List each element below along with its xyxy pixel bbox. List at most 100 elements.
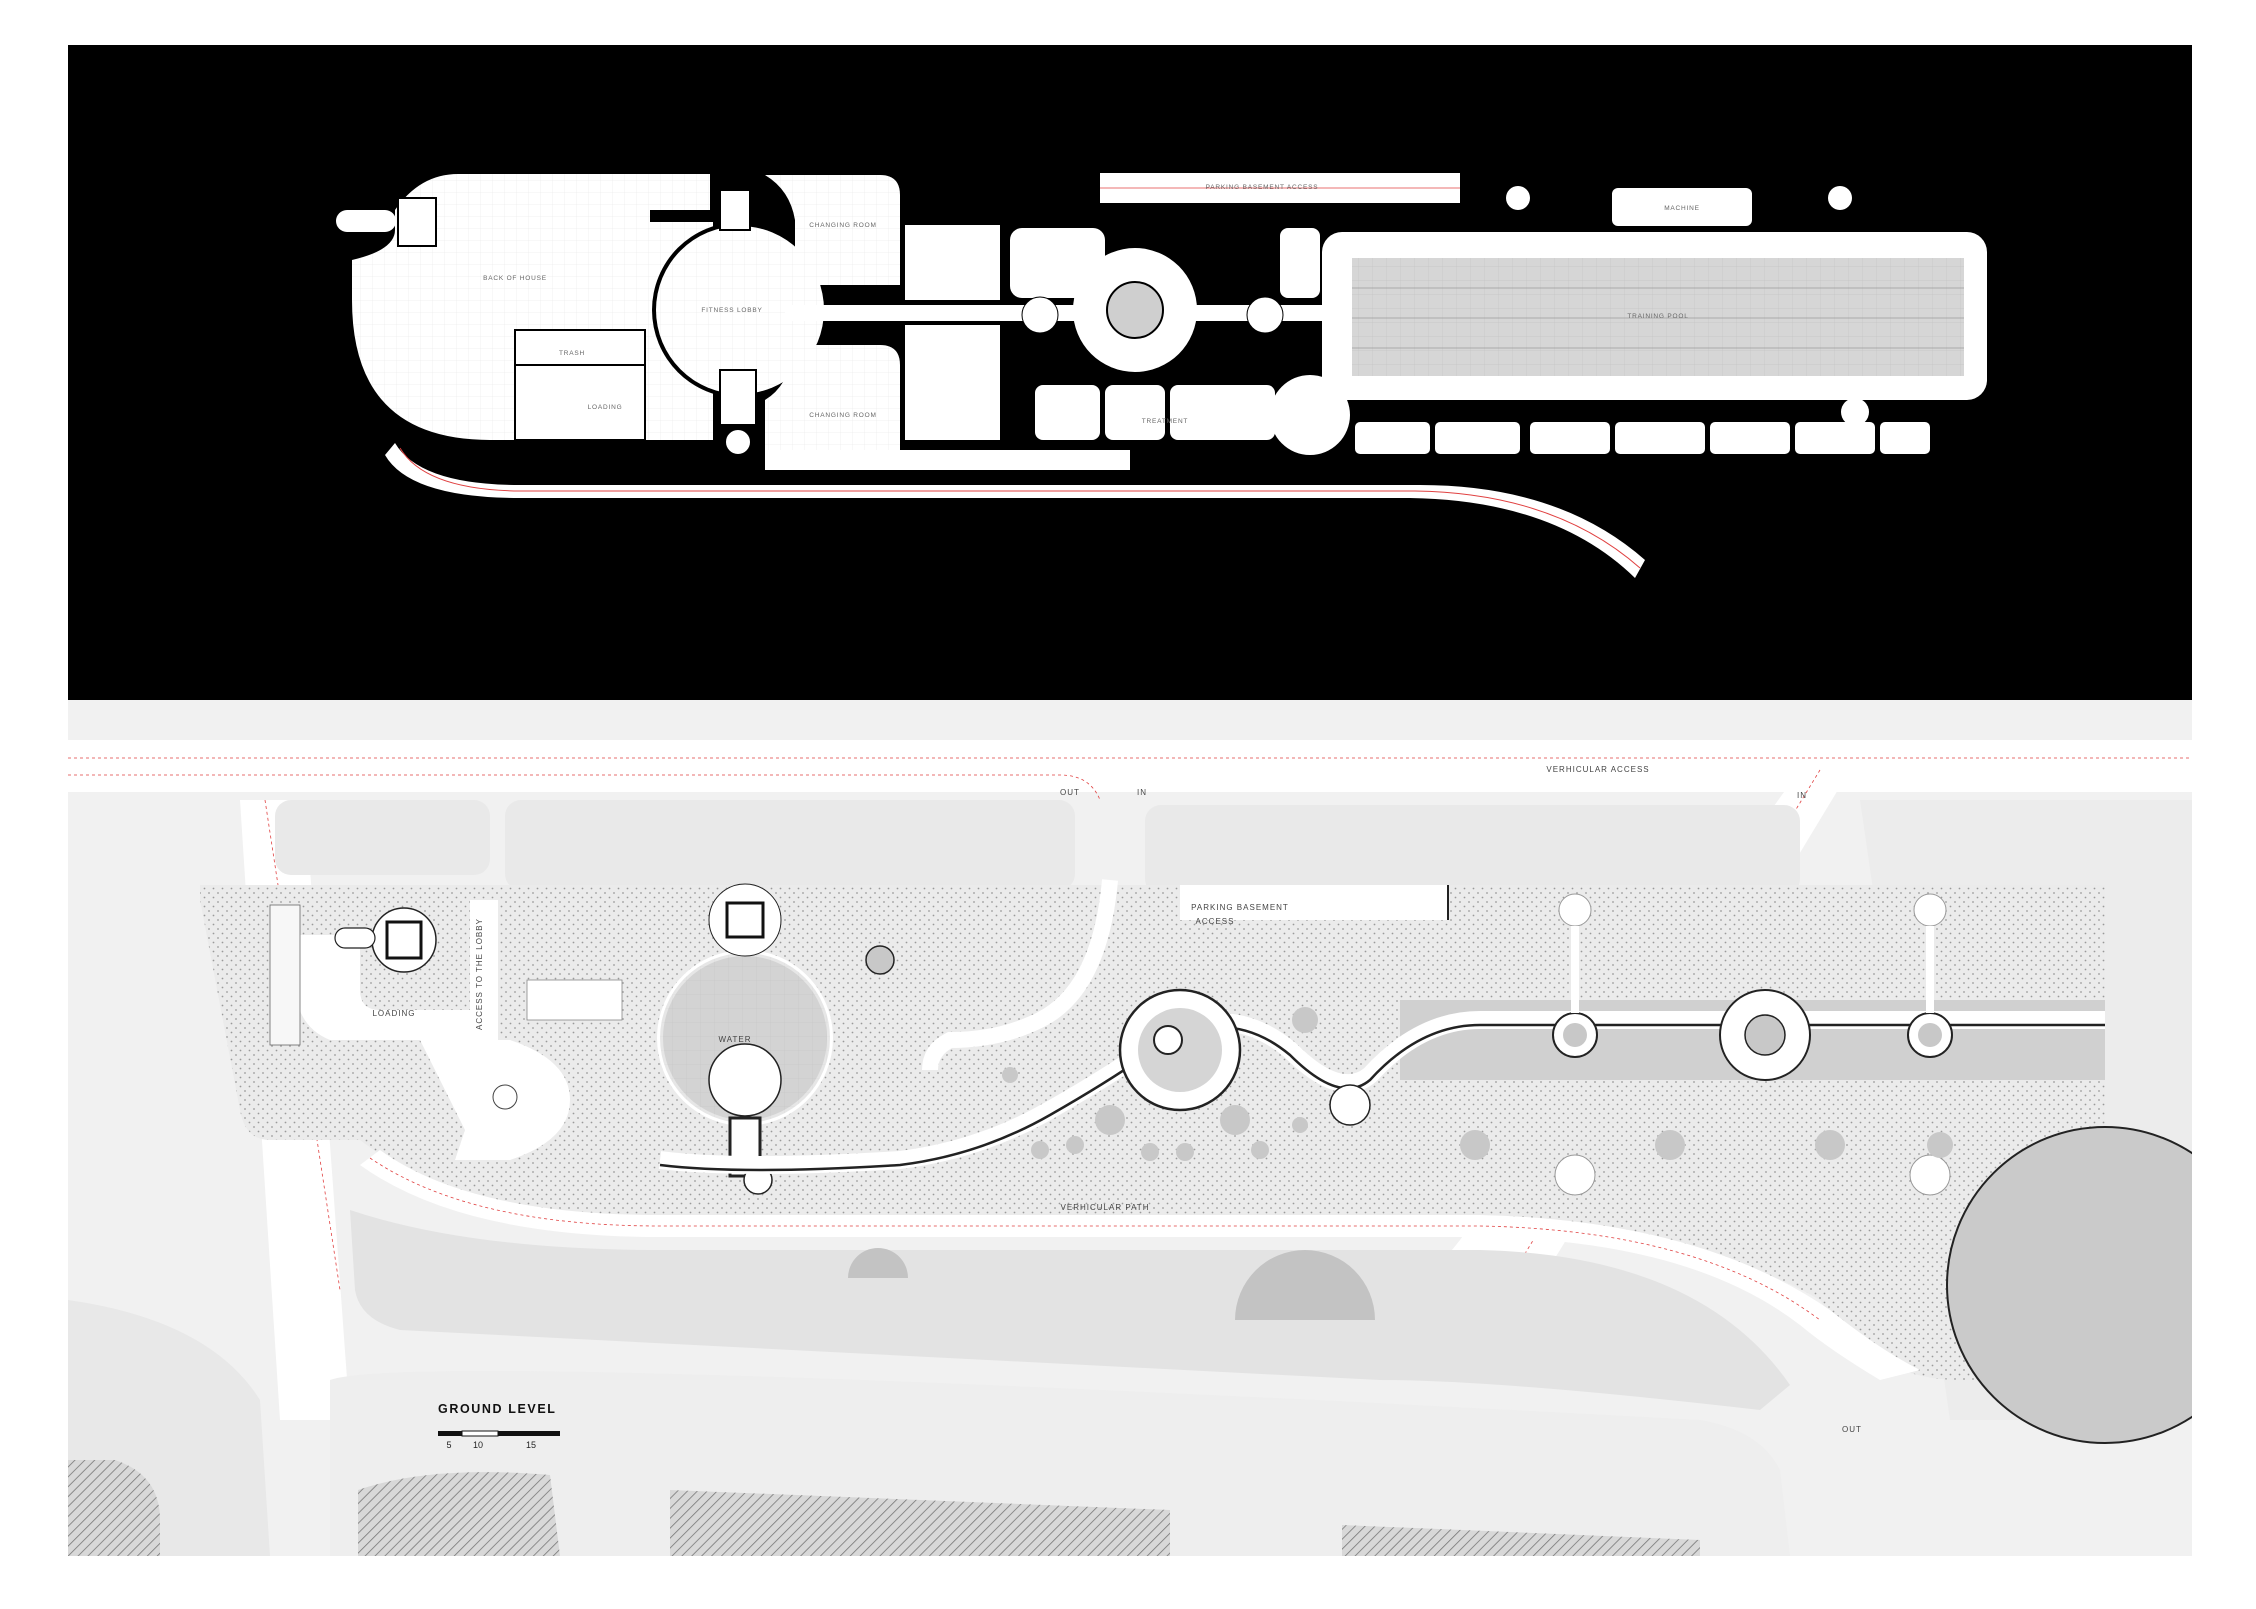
node-east-2-inner [1744, 1014, 1786, 1056]
tree-9 [1002, 1067, 1018, 1083]
node-west [865, 945, 895, 975]
label-water: WATER [719, 1035, 752, 1044]
label-changing-room-top: CHANGING ROOM [809, 222, 876, 229]
lobby-marker [492, 1084, 518, 1110]
lobby-steps [526, 979, 623, 1021]
tree-11 [1655, 1130, 1685, 1160]
stair-landing [336, 210, 396, 232]
south-room-1 [1355, 422, 1430, 454]
label-in-top: IN [1137, 788, 1147, 797]
room-mid-6 [1280, 228, 1320, 298]
tree-14 [1292, 1117, 1308, 1133]
lower-band [350, 1210, 1790, 1410]
east-mask [2192, 1100, 2256, 1480]
label-access-to-lobby: ACCESS TO THE LOBBY [475, 918, 484, 1030]
block-parking-3 [1145, 805, 1800, 895]
service-lift [397, 197, 437, 247]
hatched-building-1 [68, 1460, 160, 1556]
label-parking-basement-access: PARKING BASEMENT ACCESS [1206, 184, 1319, 191]
loading-stair [334, 927, 376, 949]
loading-room [514, 329, 646, 441]
road-top [68, 740, 2192, 792]
tree-6 [1176, 1143, 1194, 1161]
tree-12 [1815, 1130, 1845, 1160]
scale-tick-5: 5 [446, 1440, 451, 1450]
room-mid-4 [1035, 385, 1100, 440]
tree-4 [1066, 1136, 1084, 1154]
tree-10 [1460, 1130, 1490, 1160]
node-south-2 [1909, 1154, 1951, 1196]
label-out-top: OUT [1060, 788, 1080, 797]
scale-seg-1 [438, 1431, 462, 1436]
stair-top-1 [1506, 186, 1530, 210]
loading-area [294, 935, 470, 1040]
node-north-2 [1913, 893, 1947, 927]
tree-5 [1141, 1143, 1159, 1161]
connector-path [922, 879, 1118, 1071]
ground-plan: LOADING ACCESS TO THE LOBBY WATER PARKIN… [68, 700, 2256, 1556]
spine-corridor [785, 305, 1335, 321]
label-trash: TRASH [559, 350, 585, 357]
water-lift-circle [708, 1043, 782, 1117]
hatched-building-3 [670, 1490, 1170, 1556]
spiral-stair [1106, 281, 1164, 339]
tree-2 [1095, 1105, 1125, 1135]
tree-3 [1220, 1105, 1250, 1135]
tree-1 [1292, 1007, 1318, 1033]
central-plaza-inner [1138, 1008, 1222, 1092]
tree-7 [1251, 1141, 1269, 1159]
node-mid [1329, 1084, 1371, 1126]
south-room-3 [1530, 422, 1610, 454]
node-circle-2 [1246, 296, 1284, 334]
east-round-building [1946, 1126, 2256, 1444]
block-parking-1 [275, 800, 490, 875]
label-fitness-lobby: FITNESS LOBBY [701, 307, 762, 314]
semicircle-2 [1235, 1250, 1375, 1320]
south-room-2 [1435, 422, 1520, 454]
label-in-right: IN [1797, 791, 1807, 800]
semicircle-1 [848, 1248, 908, 1278]
training-pool [1352, 258, 1964, 376]
label-verhicular-access: VERHICULAR ACCESS [1546, 765, 1649, 774]
ground-parking-ramp [1180, 885, 1448, 920]
tree-8 [1031, 1141, 1049, 1159]
south-room-6 [1795, 422, 1875, 454]
node-south-1 [1554, 1154, 1596, 1196]
scale-seg-2 [461, 1430, 499, 1437]
changing-room-bottom [765, 345, 900, 450]
verhicular-path-red-line [369, 1157, 1821, 1321]
label-parking-basement-line1: PARKING BASEMENT [1191, 903, 1289, 912]
south-room-7 [1880, 422, 1930, 454]
tree-13 [1927, 1132, 1953, 1158]
block-parking-2 [505, 800, 1075, 890]
loading-lift [385, 920, 423, 960]
fitness-lobby [656, 226, 824, 394]
basement-plan: BACK OF HOUSE TRASH LOADING FITNESS LOBB… [68, 45, 2192, 700]
node-circle-1 [1021, 296, 1059, 334]
stair-circle-bottom [724, 428, 752, 456]
access-lobby-path [470, 900, 498, 1040]
trash-room [514, 329, 646, 366]
walkway-red-line [399, 447, 1641, 569]
south-room-5 [1710, 422, 1790, 454]
loading-dock-bays [269, 904, 301, 1046]
corridor-south [765, 450, 1130, 470]
room-mid-5 [1105, 385, 1165, 440]
label-loading-ground: LOADING [372, 1009, 415, 1018]
lift-bottom [719, 369, 757, 426]
node-north-1 [1558, 893, 1592, 927]
node-east-1-inner [1563, 1023, 1587, 1047]
room-mid-1 [905, 225, 1000, 300]
label-changing-room-bottom: CHANGING ROOM [809, 412, 876, 419]
ground-level-title: GROUND LEVEL [438, 1402, 557, 1416]
changing-room-top [765, 175, 900, 285]
lift-top [719, 189, 751, 231]
machine-room [1612, 188, 1752, 226]
central-plaza-stair [1153, 1025, 1183, 1055]
round-room-west [1270, 375, 1350, 455]
treatment-room [1170, 385, 1275, 440]
label-treatment: TREATMENT [1142, 418, 1188, 425]
hatched-building-4 [1342, 1525, 1700, 1556]
node-east-3-inner [1918, 1023, 1942, 1047]
